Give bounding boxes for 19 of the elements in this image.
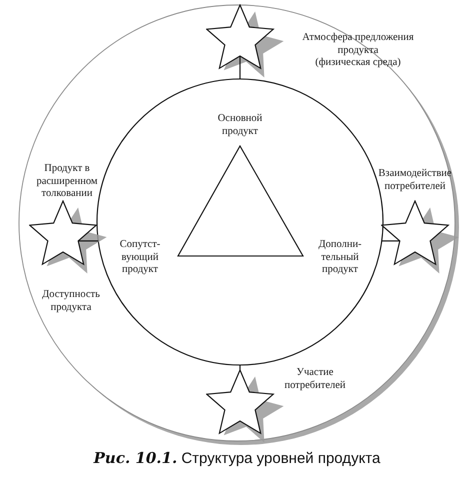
- connector-line: [382, 240, 400, 242]
- circle-label: Продукт в расширенном толковании: [36, 163, 98, 200]
- connector-line: [239, 365, 241, 370]
- connector-line: [78, 240, 98, 242]
- star-label: Доступность продукта: [42, 289, 100, 314]
- star-icon: [206, 369, 284, 443]
- figure-caption: Рис. 10.1. Структура уровней продукта: [94, 449, 380, 468]
- connector-line: [239, 56, 241, 79]
- star-icon: [29, 200, 107, 274]
- vertex-label: Сопутст-вующий продукт: [120, 239, 160, 276]
- star-label: Участие потребителей: [284, 367, 346, 392]
- outer-circle: [18, 4, 460, 446]
- star-label: Атмосфера предложения продукта (физическая среда): [302, 32, 414, 70]
- vertex-label: Дополни-тельный продукт: [318, 239, 362, 276]
- vertex-label: Основной продукт: [218, 113, 262, 138]
- star-icon: [381, 200, 459, 274]
- triangle: [177, 145, 304, 257]
- star-label: Взаимодействие потребителей: [378, 168, 452, 193]
- star-icon: [206, 4, 284, 78]
